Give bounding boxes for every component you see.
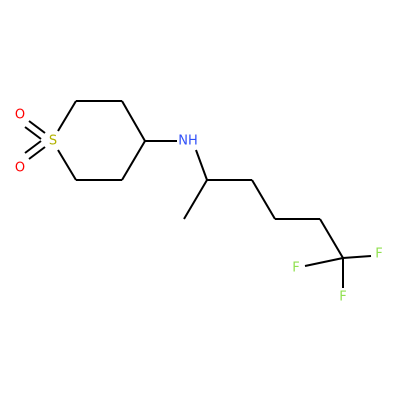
bond-n-ch: [195, 149, 208, 181]
atom-oxygen-lower: O: [15, 161, 25, 176]
bond-c-f-left: [304, 257, 344, 267]
bond-c-f-right: [342, 255, 372, 259]
bond-ring-s-c2: [57, 100, 77, 132]
bond-ring-c4-c5: [121, 140, 146, 181]
atom-nitrogen: NH: [178, 134, 198, 149]
bond-s-o-lower-b: [24, 140, 42, 154]
bond-s-o-upper-a: [28, 120, 46, 134]
bond-ring-c3-c4: [121, 100, 146, 142]
bond-ch-methyl: [183, 179, 208, 220]
bond-chain-4: [319, 218, 344, 259]
bond-ring-c6-s: [57, 149, 77, 181]
atom-labels: S O O NH F F F: [15, 108, 383, 305]
bond-s-o-lower-a: [28, 146, 46, 160]
atom-fluorine-left: F: [292, 261, 299, 276]
atom-fluorine-bottom: F: [339, 290, 346, 305]
bond-s-o-upper-b: [24, 126, 42, 140]
atom-sulfur: S: [49, 134, 57, 149]
atom-fluorine-right: F: [375, 247, 382, 262]
atom-oxygen-upper: O: [15, 108, 25, 123]
bond-chain-2: [251, 179, 276, 220]
bond-lines: [24, 100, 372, 288]
